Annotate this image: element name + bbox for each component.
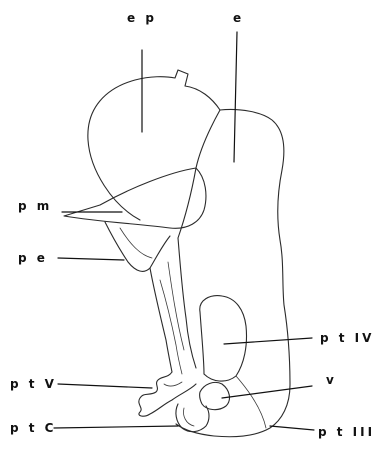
- structure-ptV: [139, 372, 196, 416]
- structure-ptIII: [176, 305, 290, 437]
- label-ep: e p: [127, 11, 157, 25]
- structure-stalk-right: [178, 238, 196, 368]
- leader-ptC: [54, 426, 178, 428]
- leader-v: [222, 386, 312, 398]
- leader-ptV: [58, 384, 152, 388]
- label-ptIII: p t III: [318, 425, 375, 439]
- leader-ptIII: [270, 426, 314, 430]
- structure-pm: [64, 168, 206, 228]
- label-ptIV: p t IV: [320, 331, 374, 345]
- label-v: v: [326, 373, 337, 387]
- structure-ptIII-inner: [236, 376, 266, 428]
- structure-ptIV-outer: [200, 312, 204, 374]
- structure-e: [220, 109, 284, 305]
- label-pm: p m: [18, 199, 52, 213]
- leader-ptIV: [224, 338, 312, 344]
- structure-ptIV: [200, 296, 247, 381]
- label-ptC: p t C: [10, 421, 57, 435]
- structure-v: [200, 382, 230, 409]
- structure-ptV-detail: [164, 382, 182, 386]
- label-e: e: [233, 11, 244, 25]
- leader-e: [234, 32, 237, 162]
- structure-pe-inner: [120, 228, 152, 258]
- label-ptV: p t V: [10, 377, 57, 391]
- structure-pe: [105, 222, 170, 271]
- leader-pe: [58, 258, 124, 260]
- label-pe: p e: [18, 251, 48, 265]
- structure-ptC-inner: [183, 408, 194, 426]
- structure-ep: [88, 70, 220, 220]
